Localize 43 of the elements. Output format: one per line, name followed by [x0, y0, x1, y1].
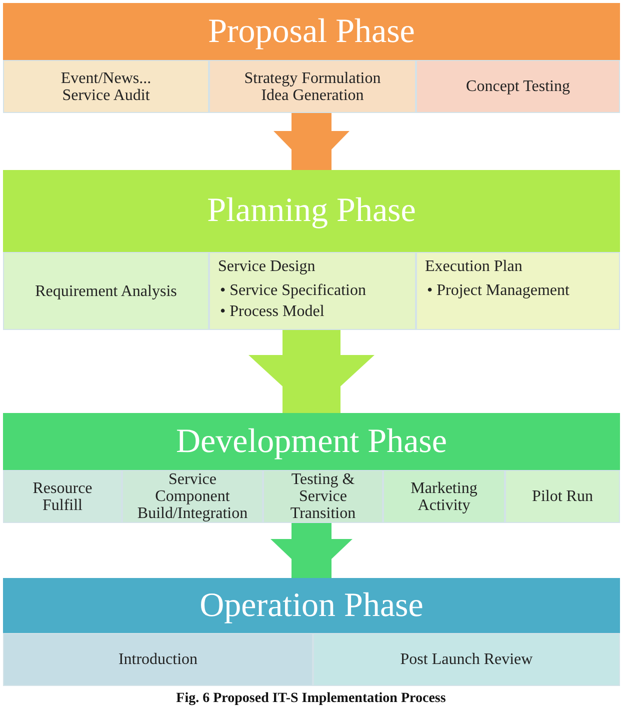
phase-panel [3, 578, 620, 686]
step-box [505, 470, 620, 523]
step-box [383, 470, 505, 523]
phase-title: Development Phase [176, 422, 447, 460]
step-label: Concept Testing [466, 78, 570, 95]
bullet-item: • Project Management [427, 281, 570, 301]
bullet-item: • Service Specification [220, 281, 366, 301]
figure-caption: Fig. 6 Proposed IT-S Implementation Process [176, 690, 446, 707]
step-box [3, 633, 313, 686]
step-label: Service Component Build/Integration [136, 471, 249, 522]
phase-panel [3, 3, 620, 113]
step-label: Marketing Activity [410, 480, 478, 514]
step-box [209, 60, 416, 113]
section-heading: Service Design [218, 257, 316, 277]
phase-title: Proposal Phase [208, 12, 415, 50]
block-arrow [248, 330, 374, 413]
step-box [313, 633, 620, 686]
step-box [3, 60, 209, 113]
step-box [3, 470, 122, 523]
step-box [209, 252, 416, 330]
step-label: Strategy Formulation [244, 70, 381, 86]
step-label: Post Launch Review [400, 651, 533, 668]
section-heading: Execution Plan [425, 257, 522, 277]
step-box [416, 252, 620, 330]
step-label: Requirement Analysis [35, 282, 177, 300]
step-label: Idea Generation [261, 86, 364, 104]
block-arrow [270, 523, 352, 578]
phase-panel [3, 413, 620, 523]
phase-title: Operation Phase [200, 586, 424, 624]
step-label: Pilot Run [532, 488, 593, 505]
bullet-item: • Process Model [220, 302, 324, 322]
phase-title: Planning Phase [207, 192, 416, 230]
step-box [122, 470, 263, 523]
step-label: Resource Fulfill [32, 480, 94, 514]
phase-panel [3, 170, 620, 330]
step-label: Service Audit [62, 86, 150, 104]
step-label: Introduction [118, 651, 198, 668]
block-arrow [274, 113, 350, 170]
step-label: Testing & Service Transition [289, 471, 357, 522]
step-label: Event/News... [60, 70, 152, 86]
step-box [263, 470, 383, 523]
step-box [416, 60, 620, 113]
step-box [3, 252, 209, 330]
